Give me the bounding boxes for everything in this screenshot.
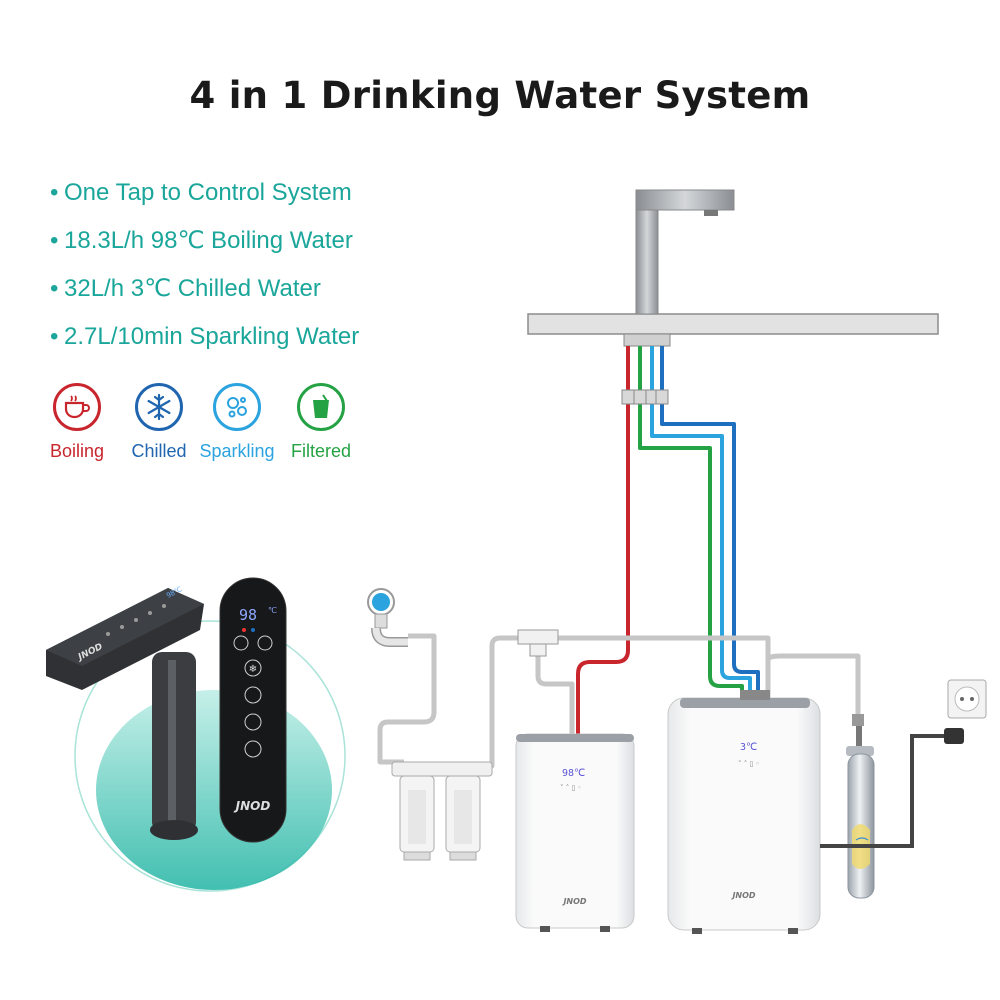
page-title: 4 in 1 Drinking Water System bbox=[189, 74, 811, 117]
boiler-unit: 98℃ ˅ ˄ ▯ ◦ JNOD bbox=[515, 733, 635, 932]
svg-text:˅ ˄ ▯ ◦: ˅ ˄ ▯ ◦ bbox=[738, 760, 760, 768]
mode-label: Chilled bbox=[131, 441, 187, 461]
boiler-display: 98℃ bbox=[562, 768, 585, 779]
svg-text:❄: ❄ bbox=[249, 664, 257, 675]
feature-item: •One Tap to Control System bbox=[50, 179, 352, 206]
mode-label: Filtered bbox=[290, 441, 352, 461]
panel-brand: JNOD bbox=[234, 799, 271, 813]
chiller-brand: JNOD bbox=[730, 891, 755, 900]
control-panel: 98 ℃ ❄ JNOD bbox=[219, 577, 287, 843]
feature-item: •18.3L/h 98℃ Boiling Water bbox=[50, 227, 353, 254]
cup-icon bbox=[53, 383, 101, 431]
feature-item: •2.7L/10min Sparkling Water bbox=[50, 323, 360, 350]
boiler-brand: JNOD bbox=[561, 897, 586, 906]
inlet-valve bbox=[367, 588, 408, 647]
filter-unit bbox=[391, 761, 493, 861]
mode-sparkling: Sparkling bbox=[197, 383, 277, 462]
snowflake-icon bbox=[135, 383, 183, 431]
panel-temperature: 98 bbox=[239, 606, 257, 624]
chiller-display: 3℃ bbox=[740, 742, 757, 753]
bubbles-icon bbox=[213, 383, 261, 431]
mode-boiling: Boiling bbox=[37, 383, 117, 462]
countertop bbox=[527, 313, 939, 335]
mode-filtered: Filtered bbox=[281, 383, 361, 462]
panel-unit: ℃ bbox=[268, 606, 277, 615]
mode-label: Sparkling bbox=[199, 441, 275, 461]
power-plug bbox=[820, 679, 987, 848]
mode-chilled: Chilled bbox=[119, 383, 199, 462]
chiller-unit: 3℃ ˅ ˄ ▯ ◦ JNOD bbox=[667, 690, 821, 934]
mode-label: Boiling bbox=[49, 441, 105, 461]
faucet-top bbox=[635, 189, 735, 315]
co2-cylinder bbox=[846, 714, 875, 899]
tap-product: JNOD 98℃ bbox=[46, 585, 204, 840]
feature-list: •One Tap to Control System •18.3L/h 98℃ … bbox=[50, 176, 359, 368]
svg-text:˅ ˄ ▯ ◦: ˅ ˄ ▯ ◦ bbox=[560, 784, 582, 792]
supply-pipes bbox=[377, 633, 861, 769]
feature-item: •32L/h 3℃ Chilled Water bbox=[50, 275, 321, 302]
glass-icon bbox=[297, 383, 345, 431]
